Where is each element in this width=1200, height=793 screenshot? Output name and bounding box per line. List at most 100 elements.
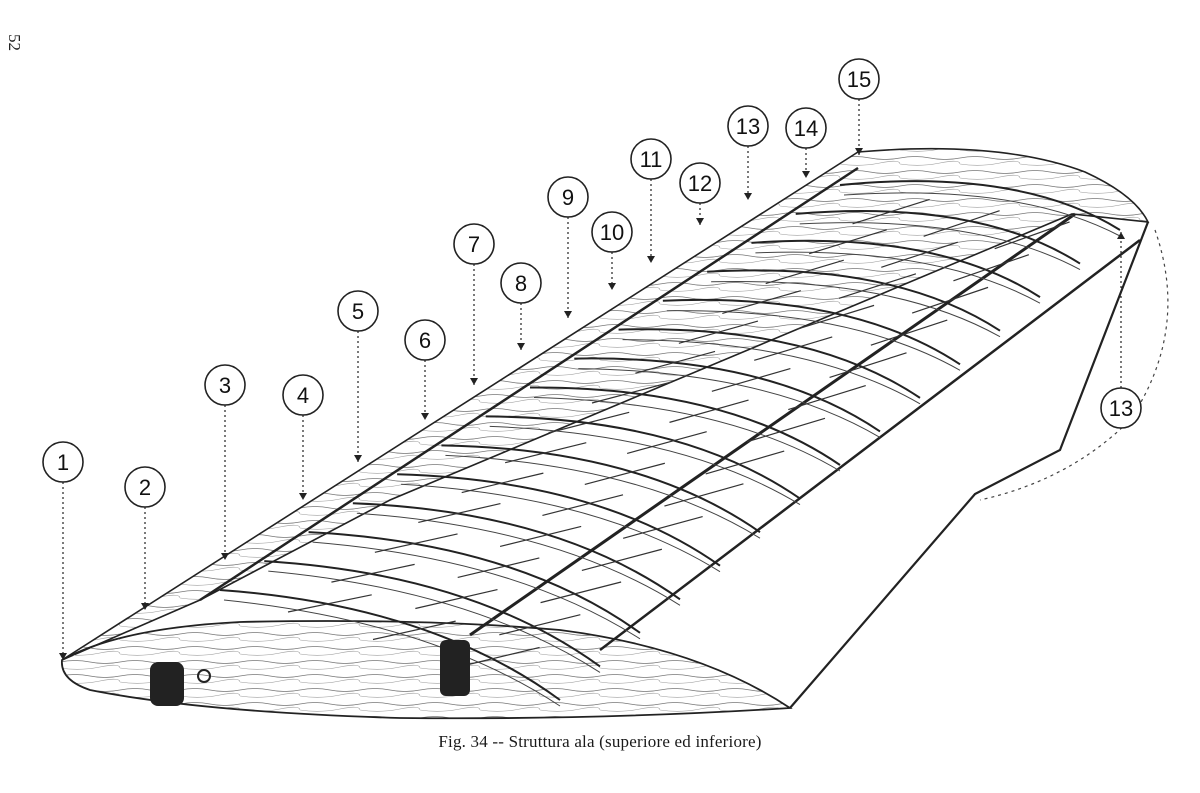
fitting-left	[150, 662, 211, 706]
leading-edge-skin	[61, 147, 1150, 661]
callout-arrowhead	[696, 218, 704, 225]
rib-lower-cap	[312, 541, 641, 640]
callout-arrowhead	[517, 343, 525, 350]
rib-lower-cap	[711, 280, 1001, 338]
diagonal-strut	[584, 462, 666, 485]
rib-lower-cap	[843, 192, 1121, 237]
diagonal-strut	[540, 581, 622, 604]
callout-14: 14	[785, 107, 827, 178]
callout-arrowhead	[608, 283, 616, 290]
callout-number: 3	[219, 373, 231, 398]
diagonal-strut	[374, 533, 458, 553]
rib	[618, 328, 921, 399]
diagonal-strut	[548, 411, 630, 434]
diagonal-strut	[542, 494, 624, 517]
callout-circle	[727, 105, 769, 147]
rib	[662, 298, 961, 366]
callout-circle	[337, 290, 379, 332]
diagonal-strut	[287, 594, 372, 613]
callout-number: 13	[736, 114, 760, 139]
diagonal-strut	[711, 367, 791, 392]
diagonal-strut	[626, 431, 707, 454]
callout-3: 3	[204, 364, 246, 560]
callout-arrowhead	[1117, 232, 1125, 239]
diagonal-strut	[457, 557, 540, 579]
callout-arrowhead	[855, 148, 863, 155]
diagonal-strut	[796, 304, 875, 330]
callout-circle	[591, 211, 633, 253]
callout-circle	[500, 262, 542, 304]
rib-lower-cap	[268, 570, 601, 673]
rib-lower-cap	[489, 425, 801, 505]
callout-number: 12	[688, 171, 712, 196]
callout-number: 13	[1109, 396, 1133, 421]
rib	[352, 502, 681, 601]
diagonal-strut	[418, 502, 501, 524]
diagonal-strut	[838, 273, 917, 299]
rib	[485, 415, 801, 500]
trailing-edge-frame	[789, 221, 1150, 709]
rib	[264, 560, 601, 668]
diagonal-strut	[678, 320, 759, 344]
callout-number: 9	[562, 185, 574, 210]
diagonal-strut	[881, 241, 958, 268]
callout-circle	[838, 58, 880, 100]
callout-circle	[1100, 387, 1142, 429]
callout-12: 12	[679, 162, 721, 225]
callout-9: 9	[547, 176, 589, 318]
diagonal-strut	[994, 221, 1070, 250]
diagonal-strut	[870, 319, 948, 346]
diagonal-strut	[705, 450, 785, 475]
diagonal-strut	[499, 525, 582, 548]
spars	[199, 166, 1141, 651]
callout-circle	[404, 319, 446, 361]
callout-8: 8	[500, 262, 542, 350]
rib-lower-cap	[578, 368, 881, 438]
callout-circle	[547, 176, 589, 218]
diagonal-strut	[923, 210, 1000, 237]
callout-number: 4	[297, 383, 309, 408]
callout-number: 5	[352, 299, 364, 324]
callout-circle	[124, 466, 166, 508]
callout-number: 10	[600, 220, 624, 245]
tip-outline	[979, 229, 1169, 501]
callout-number: 6	[419, 328, 431, 353]
rib-lower-cap	[223, 599, 561, 707]
callout-1: 1	[42, 441, 84, 660]
callout-13: 13	[727, 105, 769, 200]
diagonal-strut	[746, 417, 826, 443]
callout-arrowhead	[59, 653, 67, 660]
rib-lower-cap	[666, 310, 961, 371]
rib	[529, 386, 841, 466]
rib-lower-cap	[533, 397, 841, 472]
callout-7: 7	[453, 223, 495, 385]
diagonal-strut	[722, 290, 802, 315]
callout-15: 15	[838, 58, 880, 155]
diagonal-strut	[788, 385, 866, 411]
callout-10: 10	[591, 211, 633, 290]
callout-16: 13	[1100, 232, 1142, 429]
diagonal-strut	[635, 350, 716, 374]
callout-6: 6	[404, 319, 446, 420]
callout-number: 14	[794, 116, 818, 141]
diagonal-strut	[622, 515, 703, 539]
diagonal-strut	[829, 352, 907, 378]
callout-arrowhead	[647, 256, 655, 263]
callout-circle	[42, 441, 84, 483]
diagonal-strut	[504, 442, 587, 464]
callout-arrowhead	[221, 553, 229, 560]
diagonal-strut	[911, 286, 989, 314]
diagonal-strut	[372, 620, 456, 641]
fitting-right	[440, 640, 470, 696]
callout-number: 11	[640, 147, 663, 172]
diagonal-strut	[415, 588, 498, 610]
callout-4: 4	[282, 374, 324, 500]
diagonal-strut	[852, 198, 930, 225]
diagonal-strut	[765, 259, 844, 285]
rib	[574, 357, 881, 433]
rib-lower-cap	[401, 483, 721, 573]
rib	[397, 473, 721, 567]
callout-11: 11	[630, 138, 672, 263]
